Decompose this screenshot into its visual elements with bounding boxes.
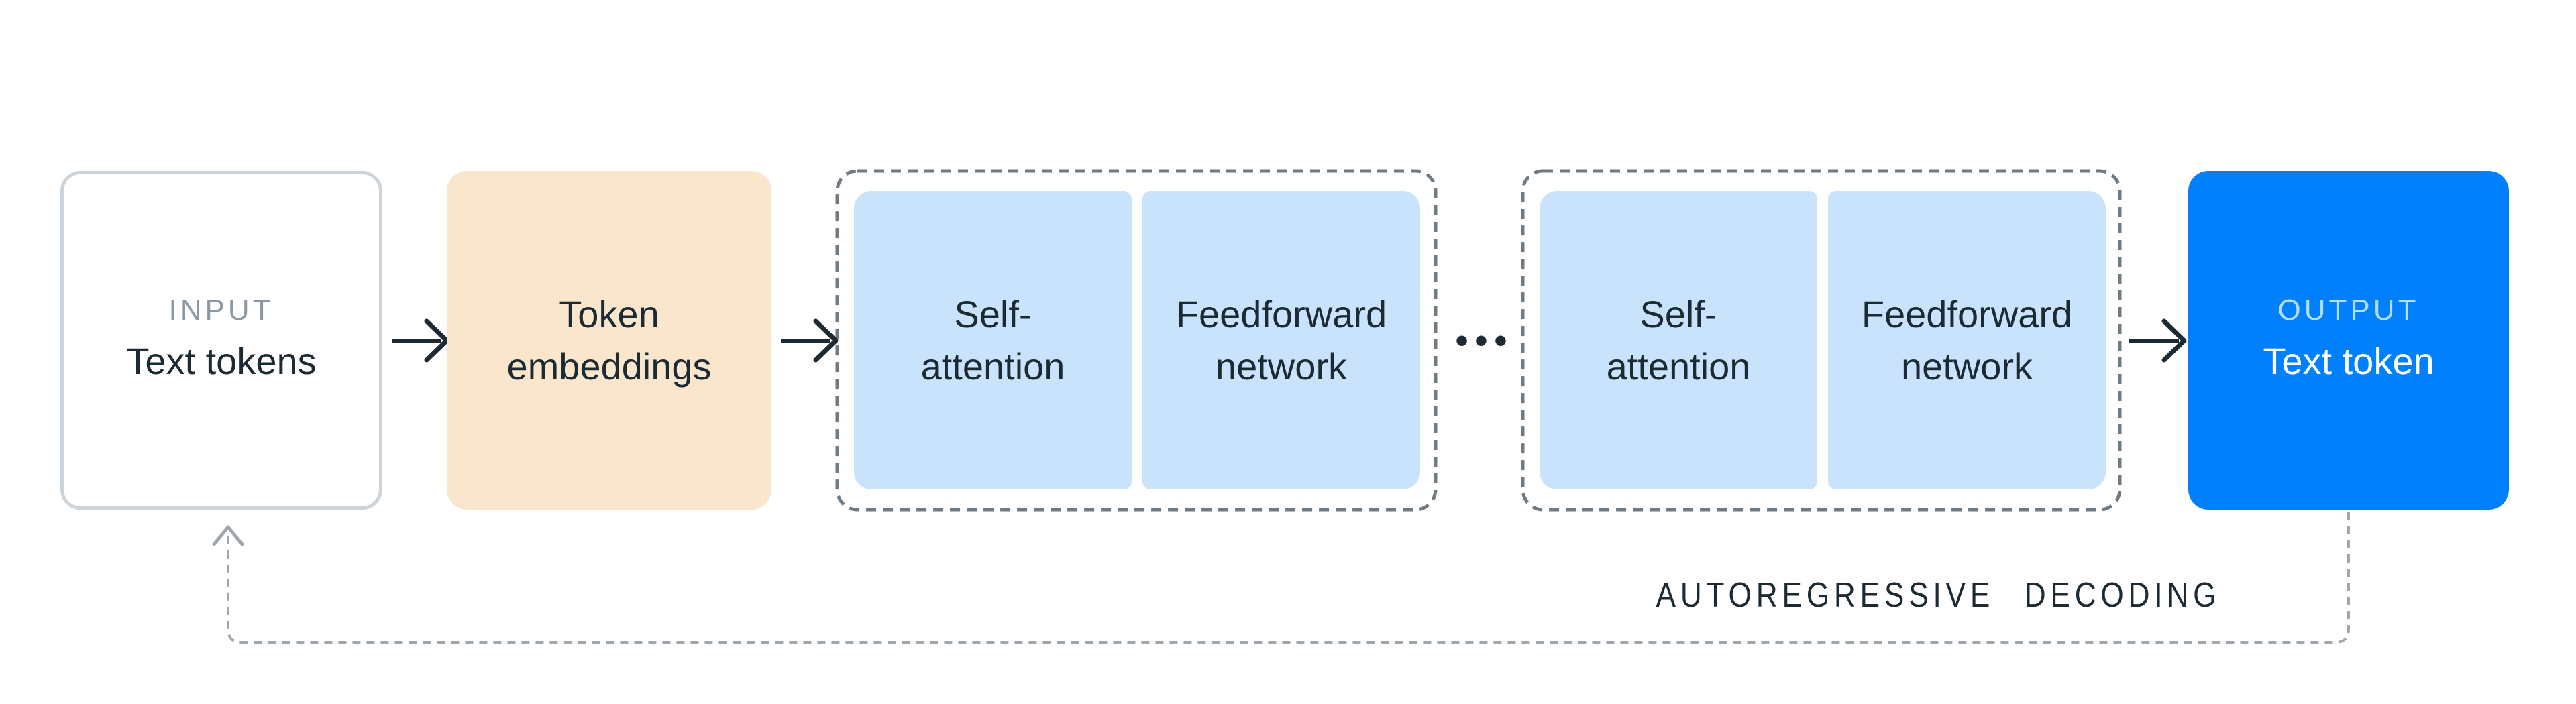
feedback-arrow: [212, 512, 2350, 644]
feedforward-network-label: Feedforward network: [1175, 293, 1387, 388]
output-label: OUTPUT: [2277, 293, 2420, 327]
self-attention-label: Self-attention: [1606, 293, 1751, 388]
output-title: Text token: [2263, 340, 2434, 383]
self-attention-box: Self-attention: [1540, 191, 1817, 489]
feedforward-network-label: Feedforward network: [1861, 293, 2073, 388]
arrow-right-icon: [392, 318, 449, 363]
chevron-up-icon: [212, 525, 244, 546]
feedforward-network-box: Feedforward network: [1828, 191, 2106, 489]
transformer-block-2-outline: [1521, 169, 2122, 512]
autoregressive-decoding-label: AUTOREGRESSIVE DECODING: [1656, 576, 2220, 615]
arrow-right-icon: [2129, 318, 2187, 363]
token-embeddings-box: Token embeddings: [447, 171, 771, 510]
self-attention-label: Self-attention: [920, 293, 1065, 388]
input-box: INPUT Text tokens: [60, 171, 382, 510]
ellipsis: •••: [1455, 320, 1514, 361]
input-label: INPUT: [168, 293, 274, 327]
feedforward-network-box: Feedforward network: [1142, 191, 1420, 489]
input-title: Text tokens: [126, 340, 317, 383]
output-box: OUTPUT Text token: [2188, 171, 2509, 510]
arrow-right-icon: [781, 318, 839, 363]
token-embeddings-title: Token embeddings: [506, 293, 712, 388]
self-attention-box: Self-attention: [854, 191, 1132, 489]
transformer-block-1-outline: [835, 169, 1438, 512]
